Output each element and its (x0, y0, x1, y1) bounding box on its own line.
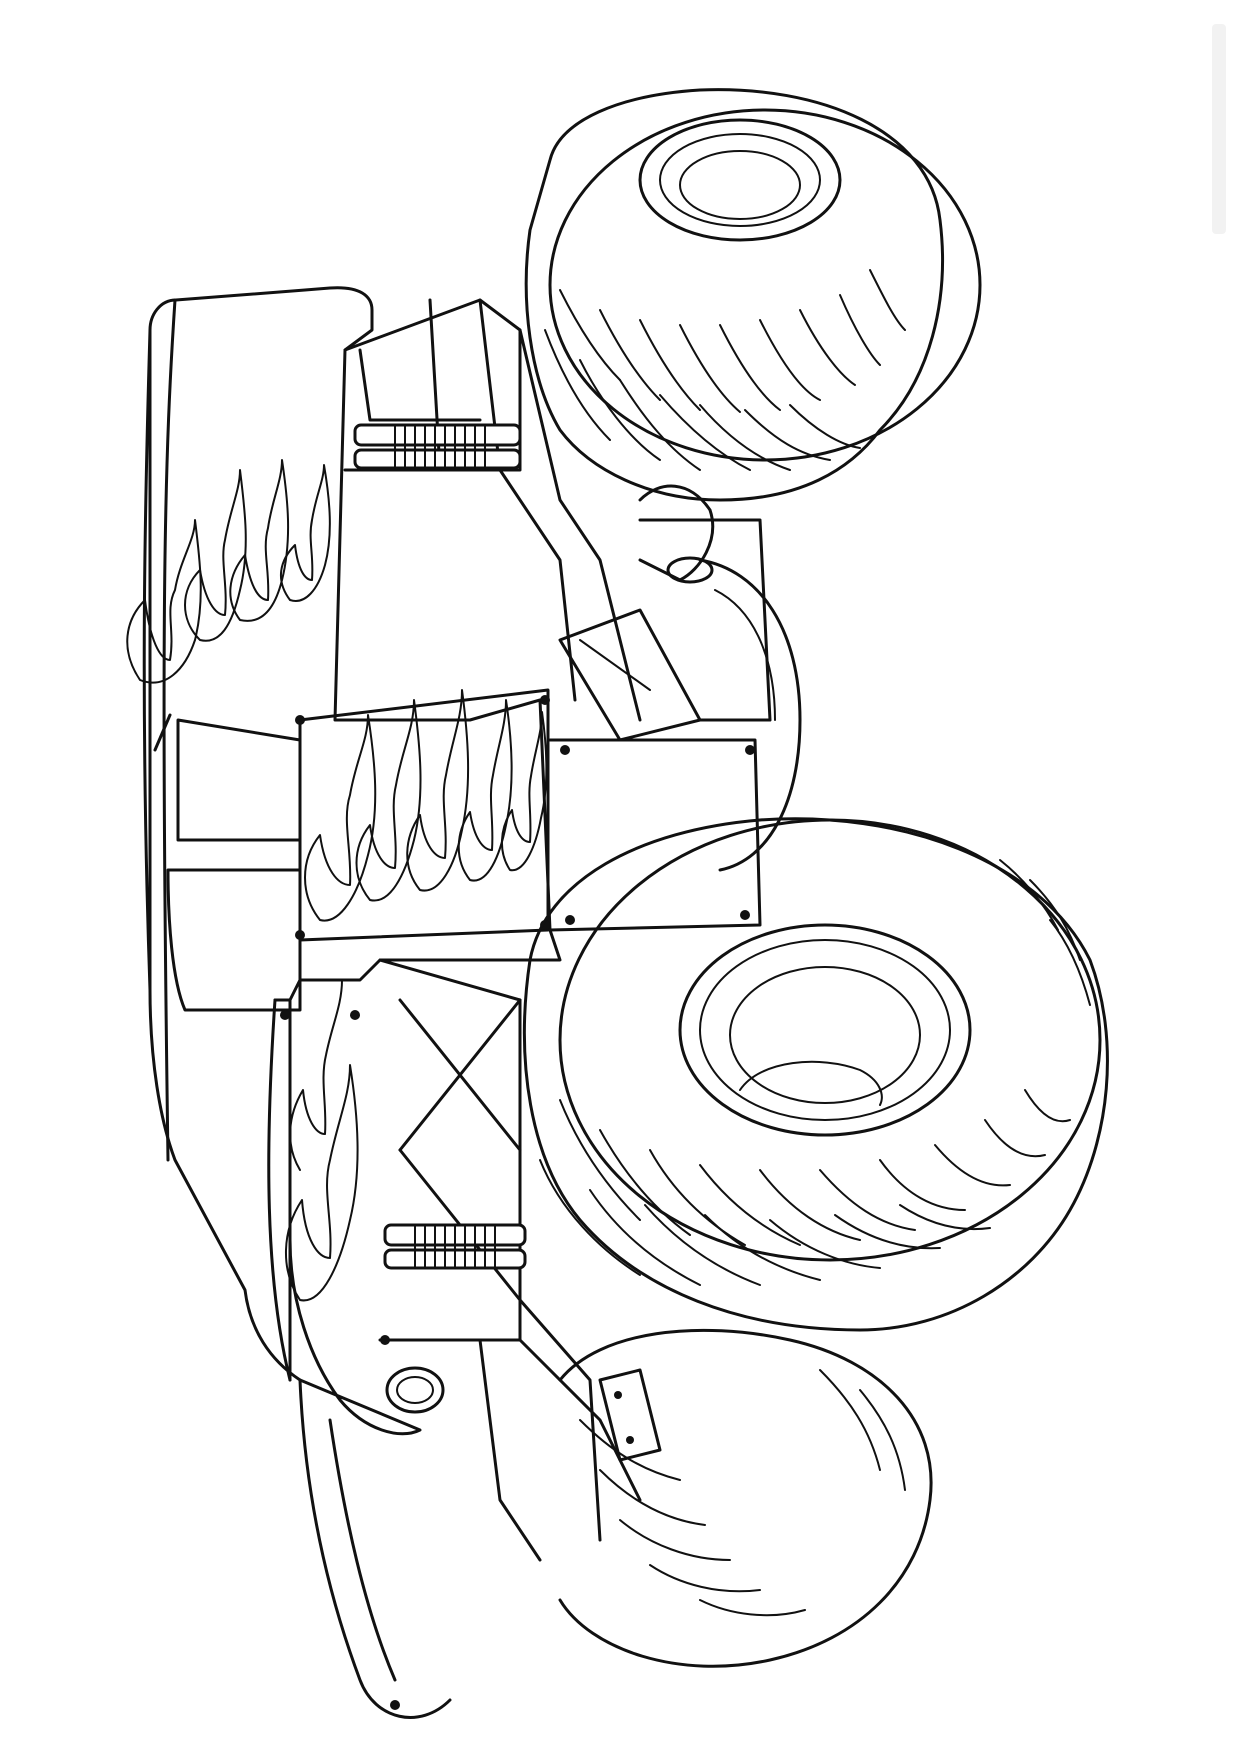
rear-wheel (524, 88, 982, 502)
front-wheel (522, 817, 1109, 1332)
truck-body (142, 286, 762, 1719)
watermark-logo (1212, 24, 1226, 234)
chassis-frame (343, 298, 772, 1562)
flame-decals (126, 459, 548, 1302)
middle-wheel (698, 558, 802, 872)
front-back-wheel (558, 1328, 933, 1668)
